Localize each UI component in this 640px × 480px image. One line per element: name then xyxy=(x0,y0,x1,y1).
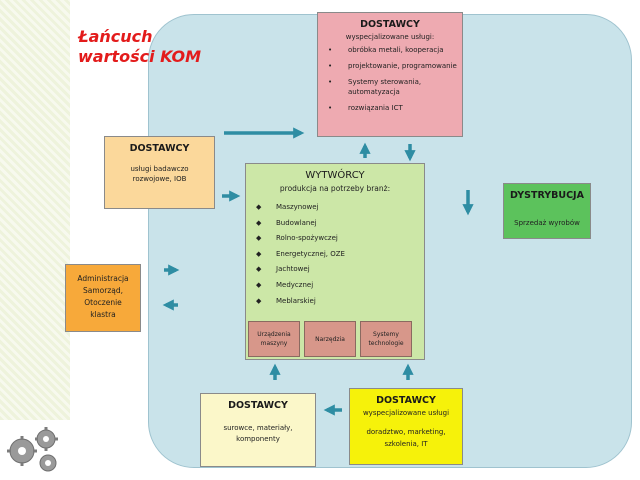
research-supplier-heading: DOSTAWCY xyxy=(129,143,190,154)
administration-line: Administracja xyxy=(77,274,129,283)
title-line-2: wartości KOM xyxy=(78,47,202,66)
tools-box: Narzędzia xyxy=(304,321,356,357)
services-supplier-subheading: wyspecjalizowane usługi xyxy=(362,409,450,417)
top-supplier-subheading: wyspecjalizowane usługi: xyxy=(345,33,435,41)
page-title: Łańcuch wartości KOM xyxy=(78,27,201,67)
services-supplier-text: doradztwo, marketing, szkolenia, IT xyxy=(366,428,446,448)
producer-industry-item: Maszynowej xyxy=(246,202,424,212)
services-supplier-box: DOSTAWCY wyspecjalizowane usługi doradzt… xyxy=(349,388,463,465)
top-supplier-box: DOSTAWCY wyspecjalizowane usługi: obróbk… xyxy=(317,12,463,137)
services-supplier-heading: DOSTAWCY xyxy=(376,395,436,406)
producer-industry-item: Meblarskiej xyxy=(246,296,424,306)
producer-industry-item: Medycznej xyxy=(246,280,424,290)
top-supplier-item: rozwiązania ICT xyxy=(318,103,462,113)
decorative-strip xyxy=(0,0,70,420)
producer-industry-list: Maszynowej Budowlanej Rolno-spożywczej E… xyxy=(246,202,424,306)
raw-supplier-heading: DOSTAWCY xyxy=(228,400,288,411)
administration-line: klastra xyxy=(90,310,116,319)
distribution-text: Sprzedaż wyrobów xyxy=(514,219,580,227)
producer-industry-item: Energetycznej, OZE xyxy=(246,249,424,259)
producer-heading: WYTWÓRCY xyxy=(305,170,365,181)
top-supplier-heading: DOSTAWCY xyxy=(360,19,420,30)
raw-supplier-text: surowce, materiały, komponenty xyxy=(223,424,293,443)
top-supplier-item: projektowanie, programowanie xyxy=(318,61,462,71)
distribution-box: DYSTRYBUCJA Sprzedaż wyrobów xyxy=(503,183,591,239)
producer-industry-item: Budowlanej xyxy=(246,218,424,228)
producer-industry-item: Jachtowej xyxy=(246,264,424,274)
research-supplier-box: DOSTAWCY usługi badawczo rozwojowe, IOB xyxy=(104,136,215,209)
title-line-1: Łańcuch xyxy=(78,27,153,46)
raw-materials-supplier-box: DOSTAWCY surowce, materiały, komponenty xyxy=(200,393,316,467)
distribution-heading: DYSTRYBUCJA xyxy=(510,190,584,201)
devices-machines-box: Urządzenia maszyny xyxy=(248,321,300,357)
systems-technologies-box: Systemy technologie xyxy=(360,321,412,357)
administration-line: Samorząd, xyxy=(82,286,123,295)
producer-subheading: produkcja na potrzeby branż: xyxy=(279,184,391,193)
administration-text: Administracja Samorząd, Otoczenie klastr… xyxy=(66,273,140,321)
producer-industry-item: Rolno-spożywczej xyxy=(246,233,424,243)
top-supplier-item: Systemy sterowania, automatyzacja xyxy=(318,77,462,97)
top-supplier-list: obróbka metali, kooperacja projektowanie… xyxy=(318,45,462,113)
top-supplier-item: obróbka metali, kooperacja xyxy=(318,45,462,55)
administration-box: Administracja Samorząd, Otoczenie klastr… xyxy=(65,264,141,332)
research-supplier-text: usługi badawczo rozwojowe, IOB xyxy=(130,165,189,183)
administration-line: Otoczenie xyxy=(84,298,122,307)
gears-icon xyxy=(7,427,58,472)
